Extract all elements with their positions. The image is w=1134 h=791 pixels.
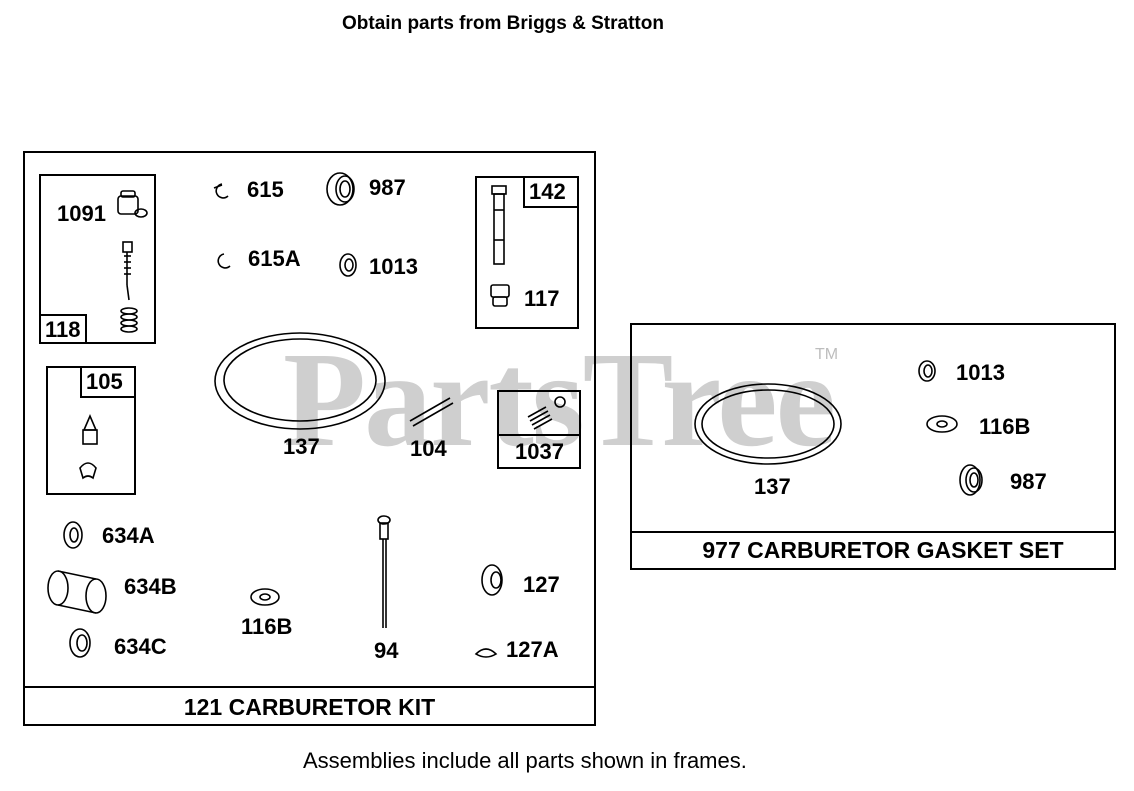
part-127A-drawing bbox=[474, 648, 498, 658]
gasket-set-title: 977 CARBURETOR GASKET SET bbox=[702, 537, 1064, 563]
part-116B-drawing bbox=[250, 588, 280, 606]
page-header: Obtain parts from Briggs & Stratton bbox=[342, 13, 664, 34]
carburetor-kit-divider bbox=[23, 686, 596, 688]
subframe-142-label: 142 bbox=[523, 176, 579, 208]
part-94-label[interactable]: 94 bbox=[374, 638, 399, 663]
part-1013-drawing bbox=[339, 253, 357, 277]
subframe-118-label: 118 bbox=[39, 314, 87, 344]
part-104-label[interactable]: 104 bbox=[410, 436, 447, 461]
part-615-drawing bbox=[215, 183, 229, 199]
part-94-drawing bbox=[377, 515, 391, 628]
part-615-label[interactable]: 615 bbox=[247, 177, 284, 202]
part-1091-label[interactable]: 1091 bbox=[57, 201, 106, 226]
part-117-label[interactable]: 117 bbox=[524, 286, 560, 311]
part-137-label[interactable]: 137 bbox=[283, 434, 320, 459]
part-127A-label[interactable]: 127A bbox=[506, 637, 559, 662]
part-1037-drawing bbox=[527, 396, 566, 430]
part-634B-drawing bbox=[47, 570, 107, 614]
set-part-1013-label[interactable]: 1013 bbox=[956, 360, 1005, 385]
page-footer: Assemblies include all parts shown in fr… bbox=[303, 748, 747, 773]
part-1013-label[interactable]: 1013 bbox=[369, 254, 418, 279]
set-part-137-label[interactable]: 137 bbox=[754, 474, 791, 499]
subframe-105-label: 105 bbox=[80, 366, 136, 398]
part-117-drawing bbox=[490, 284, 510, 307]
part-1091-drawing bbox=[117, 190, 148, 218]
part-634C-label[interactable]: 634C bbox=[114, 634, 167, 659]
part-142-drawing bbox=[491, 185, 507, 265]
part-615A-label[interactable]: 615A bbox=[248, 246, 301, 271]
part-127-label[interactable]: 127 bbox=[523, 572, 560, 597]
carburetor-kit-title: 121 CARBURETOR KIT bbox=[183, 694, 436, 720]
gasket-set-frame bbox=[630, 323, 1116, 570]
part-105-drawing bbox=[79, 413, 98, 480]
subframe-1037-label: 1037 bbox=[515, 439, 564, 464]
subframe-1037-divider bbox=[497, 434, 581, 436]
set-part-1013-drawing bbox=[918, 360, 936, 382]
part-137-drawing bbox=[214, 332, 386, 430]
part-987-drawing bbox=[326, 172, 355, 206]
trademark-mark: TM bbox=[815, 346, 839, 363]
part-116B-label[interactable]: 116B bbox=[241, 614, 293, 639]
gasket-set-divider bbox=[630, 531, 1116, 533]
part-615A-drawing bbox=[217, 253, 231, 269]
set-part-987-drawing bbox=[959, 464, 983, 496]
part-needle-drawing bbox=[122, 241, 133, 301]
part-104-drawing bbox=[409, 397, 454, 427]
part-634A-label[interactable]: 634A bbox=[102, 523, 155, 548]
part-spring-drawing bbox=[120, 307, 138, 333]
set-part-116B-label[interactable]: 116B bbox=[979, 414, 1031, 439]
part-634A-drawing bbox=[63, 521, 83, 549]
part-987-label[interactable]: 987 bbox=[369, 175, 406, 200]
subframe-118 bbox=[39, 174, 156, 344]
part-634B-label[interactable]: 634B bbox=[124, 574, 177, 599]
part-127-drawing bbox=[481, 564, 503, 596]
set-part-987-label[interactable]: 987 bbox=[1010, 469, 1047, 494]
carburetor-kit-frame bbox=[23, 151, 596, 726]
set-part-116B-drawing bbox=[926, 415, 958, 433]
subframe-1037 bbox=[497, 390, 581, 469]
set-part-137-drawing bbox=[694, 383, 842, 465]
part-634C-drawing bbox=[69, 628, 91, 658]
partstree-watermark: PartsTree bbox=[283, 325, 836, 475]
